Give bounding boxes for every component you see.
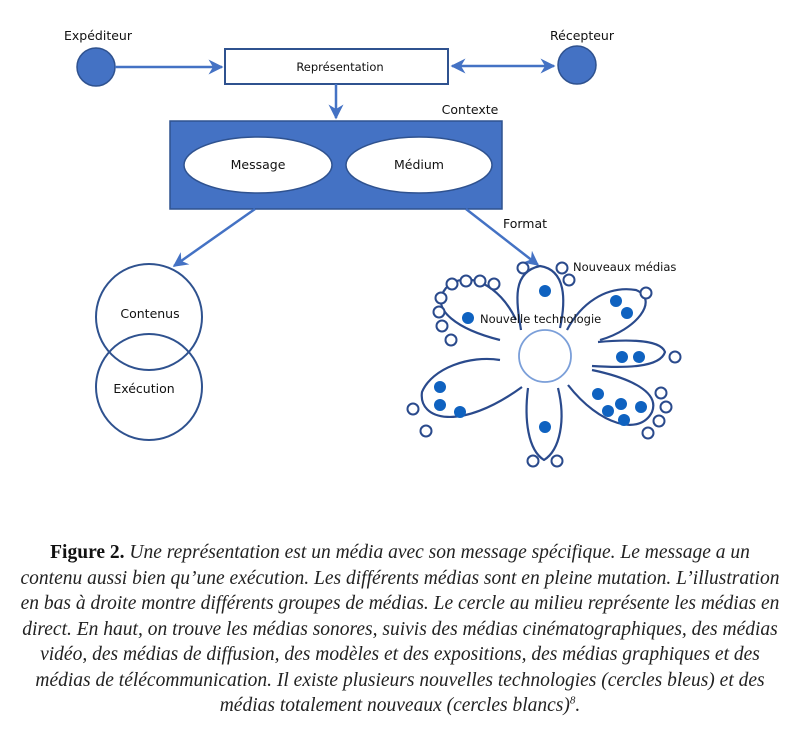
live-media-center-circle bbox=[518, 329, 572, 383]
context-label: Contexte bbox=[442, 102, 499, 117]
tech-dot bbox=[618, 414, 630, 426]
media-flower bbox=[420, 264, 667, 462]
message-label: Message bbox=[231, 157, 286, 172]
new-media-ring bbox=[555, 261, 569, 275]
tech-dot bbox=[434, 381, 446, 393]
new-media-ring bbox=[562, 273, 576, 287]
tech-dot bbox=[592, 388, 604, 400]
petal-right bbox=[591, 339, 667, 368]
new-technology-label: Nouvelle technologie bbox=[480, 312, 601, 326]
message-ellipse bbox=[183, 136, 333, 194]
tech-dot bbox=[621, 307, 633, 319]
petal-lower-right bbox=[567, 368, 655, 426]
tech-dot bbox=[454, 406, 466, 418]
new-media-rings bbox=[406, 261, 682, 468]
format-arrow bbox=[465, 208, 540, 266]
medium-ellipse bbox=[345, 136, 493, 194]
new-media-label: Nouveaux médias bbox=[573, 260, 676, 274]
receiver-node bbox=[557, 45, 597, 85]
new-media-ring bbox=[473, 274, 487, 288]
message-arrow bbox=[172, 207, 256, 268]
sender-label: Expéditeur bbox=[64, 28, 133, 43]
figure-caption: Figure 2. Une représentation est un médi… bbox=[18, 540, 782, 719]
new-media-ring bbox=[487, 277, 501, 291]
petal-upper-right bbox=[566, 288, 647, 342]
media-diagram: Expéditeur Représentation Récepteur Cont… bbox=[64, 28, 682, 468]
figure-label: Figure 2. bbox=[50, 542, 125, 563]
new-media-ring bbox=[639, 286, 653, 300]
petal-bottom bbox=[525, 387, 563, 462]
footnote-marker: 8 bbox=[569, 694, 576, 707]
new-media-ring bbox=[516, 261, 530, 275]
new-media-ring bbox=[668, 350, 682, 364]
new-media-ring bbox=[434, 291, 448, 305]
caption-end: . bbox=[575, 695, 581, 716]
receiver-label: Récepteur bbox=[550, 28, 615, 43]
tech-dot bbox=[616, 351, 628, 363]
new-media-ring bbox=[432, 305, 446, 319]
new-media-ring bbox=[526, 454, 540, 468]
new-media-ring bbox=[654, 386, 668, 400]
representation-label: Représentation bbox=[296, 60, 383, 74]
contents-circle bbox=[95, 263, 203, 371]
medium-label: Médium bbox=[394, 157, 444, 172]
petal-upper-left bbox=[439, 278, 518, 342]
tech-dot bbox=[462, 312, 474, 324]
new-media-ring bbox=[445, 277, 459, 291]
petal-lower-left bbox=[420, 357, 523, 419]
contents-label: Contenus bbox=[120, 306, 179, 321]
tech-dot bbox=[615, 398, 627, 410]
new-media-ring bbox=[419, 424, 433, 438]
new-media-ring bbox=[444, 333, 458, 347]
tech-dot bbox=[633, 351, 645, 363]
new-technology-dots bbox=[434, 285, 647, 433]
tech-dot bbox=[539, 421, 551, 433]
new-media-ring bbox=[652, 414, 666, 428]
tech-dot bbox=[610, 295, 622, 307]
execution-label: Exécution bbox=[113, 381, 174, 396]
tech-dot bbox=[434, 399, 446, 411]
new-media-ring bbox=[550, 454, 564, 468]
new-media-ring bbox=[659, 400, 673, 414]
new-media-ring bbox=[641, 426, 655, 440]
format-label: Format bbox=[503, 216, 547, 231]
new-media-ring bbox=[406, 402, 420, 416]
figure-caption-text: Une représentation est un média avec son… bbox=[20, 542, 780, 716]
petal-top bbox=[516, 264, 565, 331]
tech-dot bbox=[635, 401, 647, 413]
new-media-ring bbox=[435, 319, 449, 333]
tech-dot bbox=[602, 405, 614, 417]
new-media-ring bbox=[459, 274, 473, 288]
execution-circle bbox=[95, 333, 203, 441]
tech-dot bbox=[539, 285, 551, 297]
sender-node bbox=[76, 47, 116, 87]
